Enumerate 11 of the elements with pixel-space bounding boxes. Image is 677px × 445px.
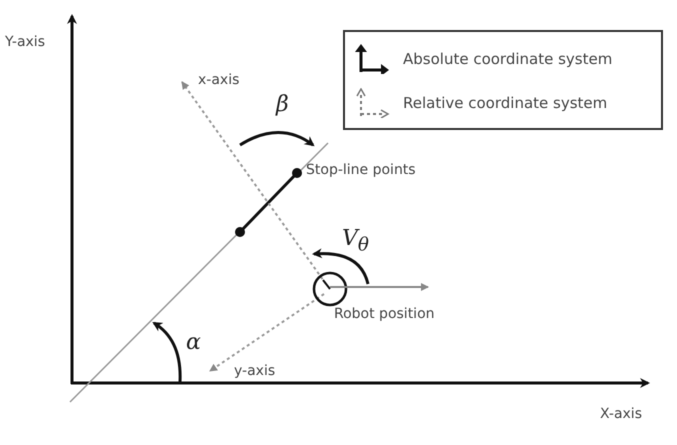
- legend-label: Absolute coordinate system: [403, 50, 612, 68]
- axis-label: X-axis: [600, 406, 642, 423]
- axis-label: x-axis: [198, 72, 240, 89]
- axis-label: Y-axis: [5, 34, 45, 51]
- robot-label: Robot position: [334, 306, 435, 323]
- axis-label: y-axis: [234, 363, 276, 380]
- angle-symbol: α: [186, 330, 201, 356]
- legend-label: Relative coordinate system: [403, 94, 608, 112]
- angle-symbol: β: [276, 92, 289, 118]
- velocity-symbol: V$_{θ}$: [342, 226, 369, 256]
- point-label: Stop-line points: [306, 162, 416, 179]
